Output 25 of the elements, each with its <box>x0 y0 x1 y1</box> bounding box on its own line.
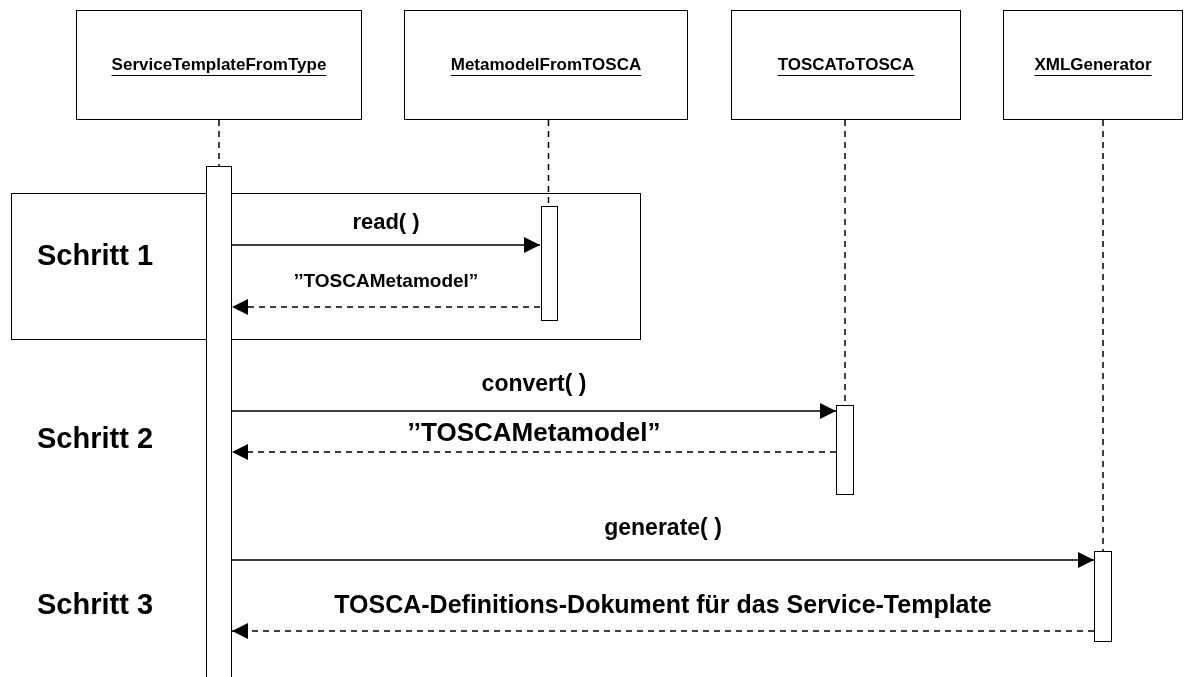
activation-bar <box>836 405 854 495</box>
participant-box <box>1003 10 1183 120</box>
lifeline <box>1102 119 1104 552</box>
step-label: Schritt 2 <box>37 422 154 455</box>
participant-box <box>404 10 688 120</box>
participant-name: MetamodelFromTOSCA <box>450 55 642 75</box>
participant-box <box>731 10 961 120</box>
participant-name: TOSCAToTOSCA <box>777 55 915 75</box>
lifeline <box>547 119 550 206</box>
activation-bar <box>541 206 558 321</box>
participant-name: ServiceTemplateFromType <box>111 55 327 75</box>
step-frame <box>11 193 641 340</box>
message-arrow <box>231 237 541 253</box>
return-arrow <box>231 299 541 315</box>
return-arrow <box>231 623 1095 639</box>
return-arrow <box>231 444 837 460</box>
message-arrow <box>231 403 837 419</box>
step-label: Schritt 3 <box>37 588 154 621</box>
message-arrow <box>231 552 1095 568</box>
step-label: Schritt 1 <box>37 239 154 272</box>
activation-bar <box>1094 551 1112 642</box>
activation-bar <box>206 166 232 677</box>
participant-name: XMLGenerator <box>1034 55 1152 75</box>
lifeline <box>218 119 220 167</box>
participant-box <box>76 10 362 120</box>
